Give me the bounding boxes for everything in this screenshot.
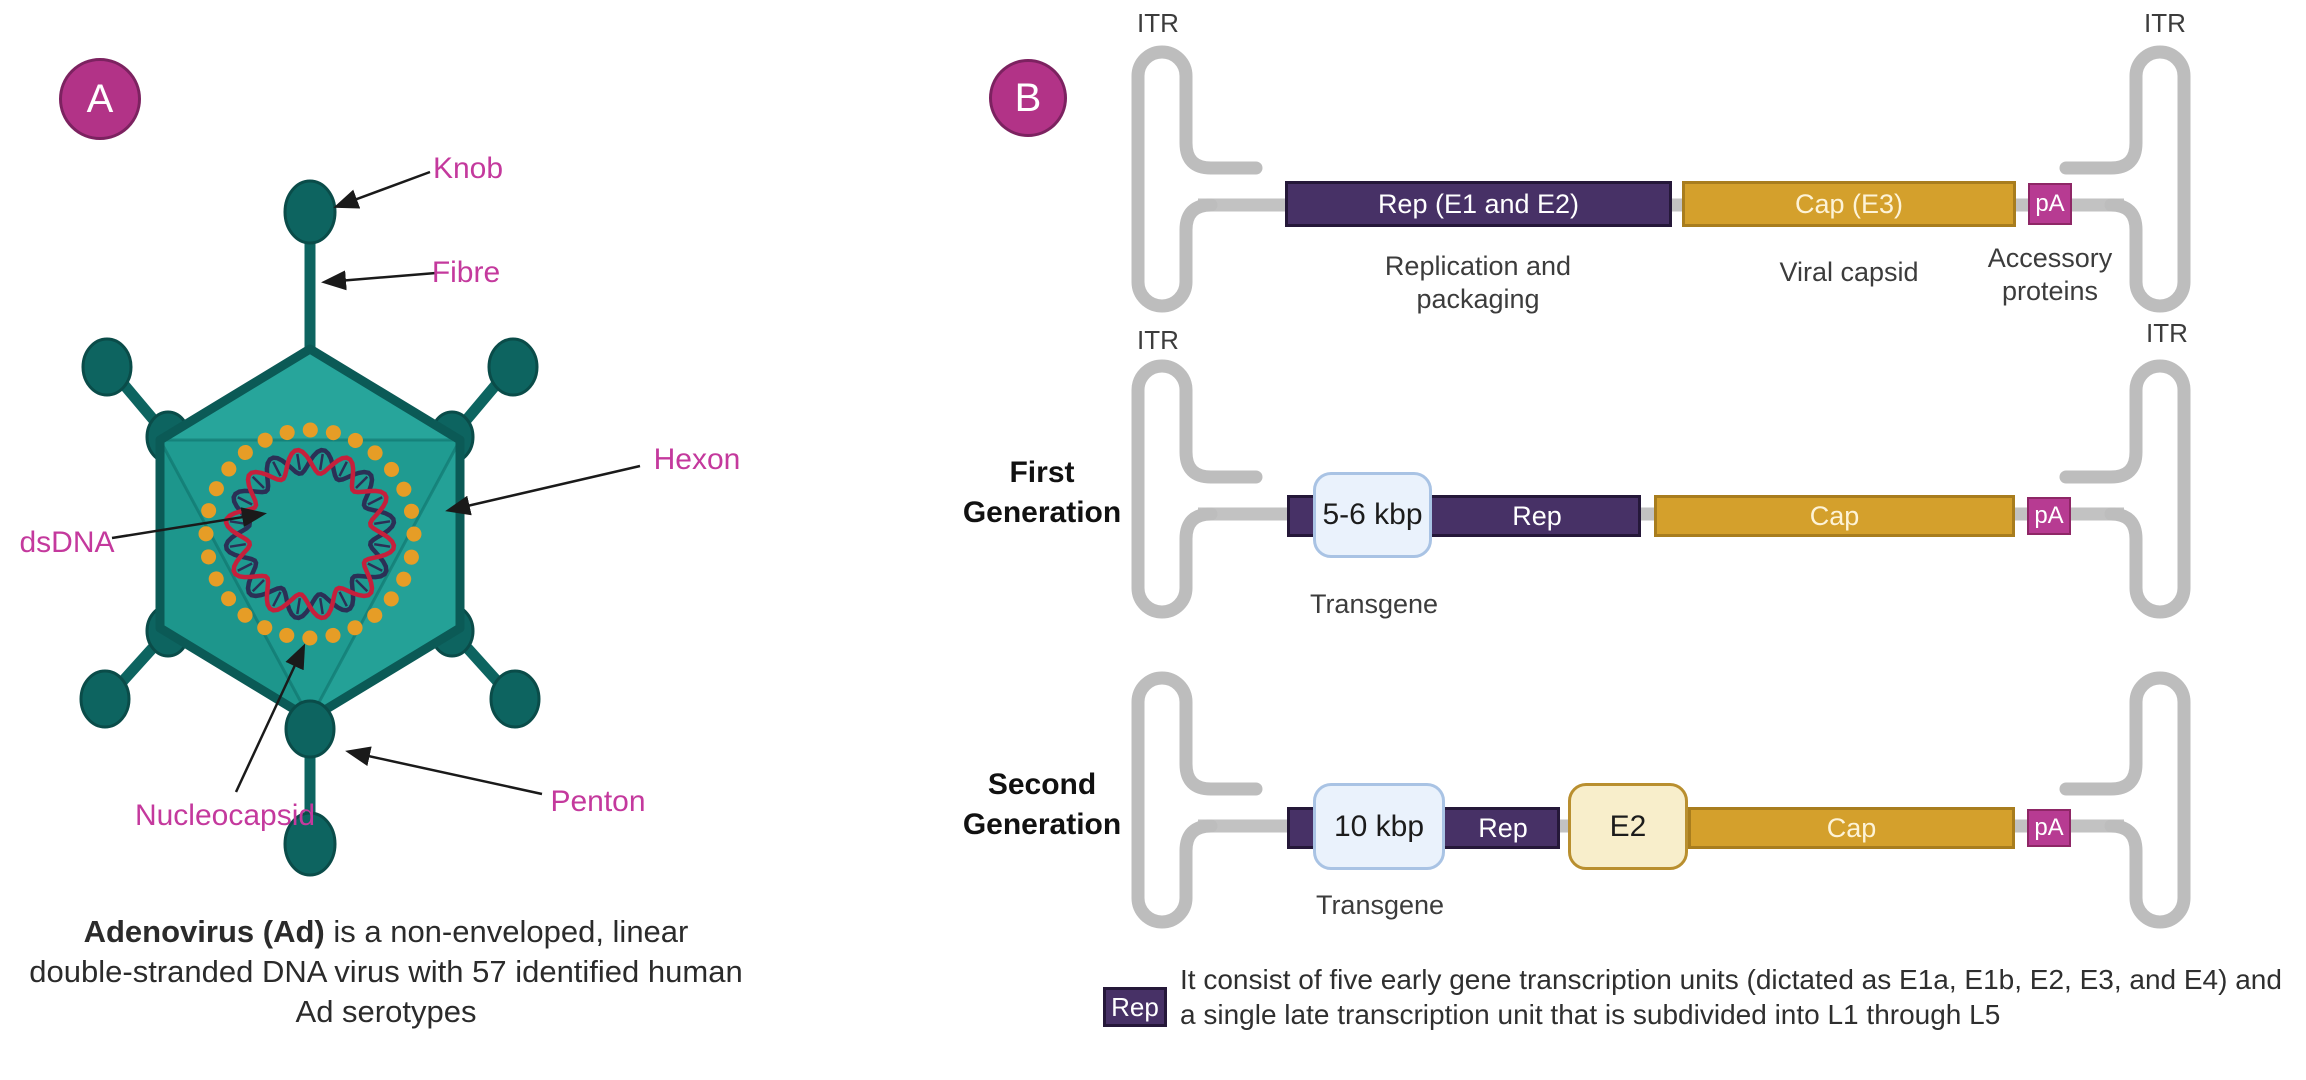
- legend-rep-box: Rep: [1103, 987, 1167, 1027]
- adenovirus-capsid-icon: [79, 179, 541, 877]
- adenovirus-caption: Adenovirus (Ad) is a non-enveloped, line…: [5, 912, 767, 1032]
- pa-box-second-gen: pA: [2027, 809, 2071, 847]
- panel-a-badge-letter: A: [86, 76, 114, 121]
- itr-label-row2-right: ITR: [2146, 318, 2188, 348]
- pa-box-first-gen: pA: [2027, 497, 2071, 535]
- knob-label: Knob: [432, 152, 504, 185]
- rep-caption-wildtype: Replication and packaging: [1384, 251, 1572, 314]
- dsdna-arrow: [111, 507, 267, 540]
- rep-gene-box-wildtype: Rep (E1 and E2): [1285, 181, 1672, 227]
- caption-bold: Adenovirus (Ad): [83, 914, 325, 949]
- itr-hairpin-row3-right: [2059, 671, 2191, 929]
- cap-gene-box-wildtype: Cap (E3): [1682, 181, 2016, 227]
- penton-ball: [284, 699, 336, 759]
- cap-gene-box-first-gen: Cap: [1654, 495, 2015, 537]
- e2-box-second-gen: E2: [1568, 783, 1688, 870]
- panel-a-badge: A: [59, 58, 141, 140]
- nucleocapsid-dot-ring: [198, 422, 422, 646]
- transgene-size-box-second-gen: 10 kbp: [1313, 783, 1445, 870]
- itr-hairpin-row3-left: [1131, 671, 1263, 929]
- nucleocapsid-label: Nucleocapsid: [134, 799, 316, 832]
- panel-b-badge: B: [989, 59, 1067, 137]
- cap-caption-wildtype: Viral capsid: [1779, 257, 1919, 287]
- itr-hairpin-row1-left: [1131, 45, 1263, 313]
- pa-caption-wildtype: Accessory proteins: [1987, 243, 2113, 306]
- dsdna-helix: [223, 447, 397, 621]
- callout-arrows: [111, 170, 641, 796]
- second-generation-title: Second Generation: [962, 768, 1122, 841]
- itr-hairpin-row2-right: [2059, 359, 2191, 619]
- nucleocapsid-arrow: [234, 643, 306, 793]
- transgene-size-box-first-gen: 5-6 kbp: [1313, 472, 1432, 558]
- itr-label-row1-right: ITR: [2144, 8, 2186, 38]
- cap-gene-box-second-gen: Cap: [1688, 807, 2015, 849]
- fibre-label: Fibre: [431, 256, 501, 289]
- caption-line-1: Adenovirus (Ad) is a non-enveloped, line…: [5, 912, 767, 952]
- rep-label-second-gen: Rep: [1478, 813, 1528, 843]
- hexon-arrow: [445, 464, 641, 516]
- itr-hairpin-row2-left: [1131, 359, 1263, 619]
- caption-line-2: double-stranded DNA virus with 57 identi…: [29, 954, 743, 989]
- dsdna-label: dsDNA: [19, 526, 115, 559]
- panel-b-badge-letter: B: [1014, 75, 1042, 120]
- itr-label-row2-left: ITR: [1137, 325, 1179, 355]
- transgene-label-first-gen: Transgene: [1309, 589, 1439, 619]
- caption-line-1-rest: is a non-enveloped, linear: [324, 914, 689, 949]
- legend-text: It consist of five early gene transcript…: [1180, 964, 2282, 1030]
- first-generation-title: First Generation: [962, 456, 1122, 529]
- caption-line-3: Ad serotypes: [295, 994, 477, 1029]
- itr-hairpin-row1-right: [2059, 45, 2191, 313]
- penton-label: Penton: [550, 785, 646, 818]
- transgene-label-second-gen: Transgene: [1315, 890, 1445, 920]
- penton-arrow: [345, 746, 543, 796]
- itr-label-row1-left: ITR: [1137, 8, 1179, 38]
- hexon-capsid: [155, 344, 465, 724]
- hexon-label: Hexon: [653, 443, 741, 476]
- pa-box-wildtype: pA: [2028, 183, 2072, 225]
- fibre-arrow: [321, 270, 437, 291]
- knob-arrow: [333, 170, 431, 209]
- rep-label-first-gen: Rep: [1512, 501, 1562, 531]
